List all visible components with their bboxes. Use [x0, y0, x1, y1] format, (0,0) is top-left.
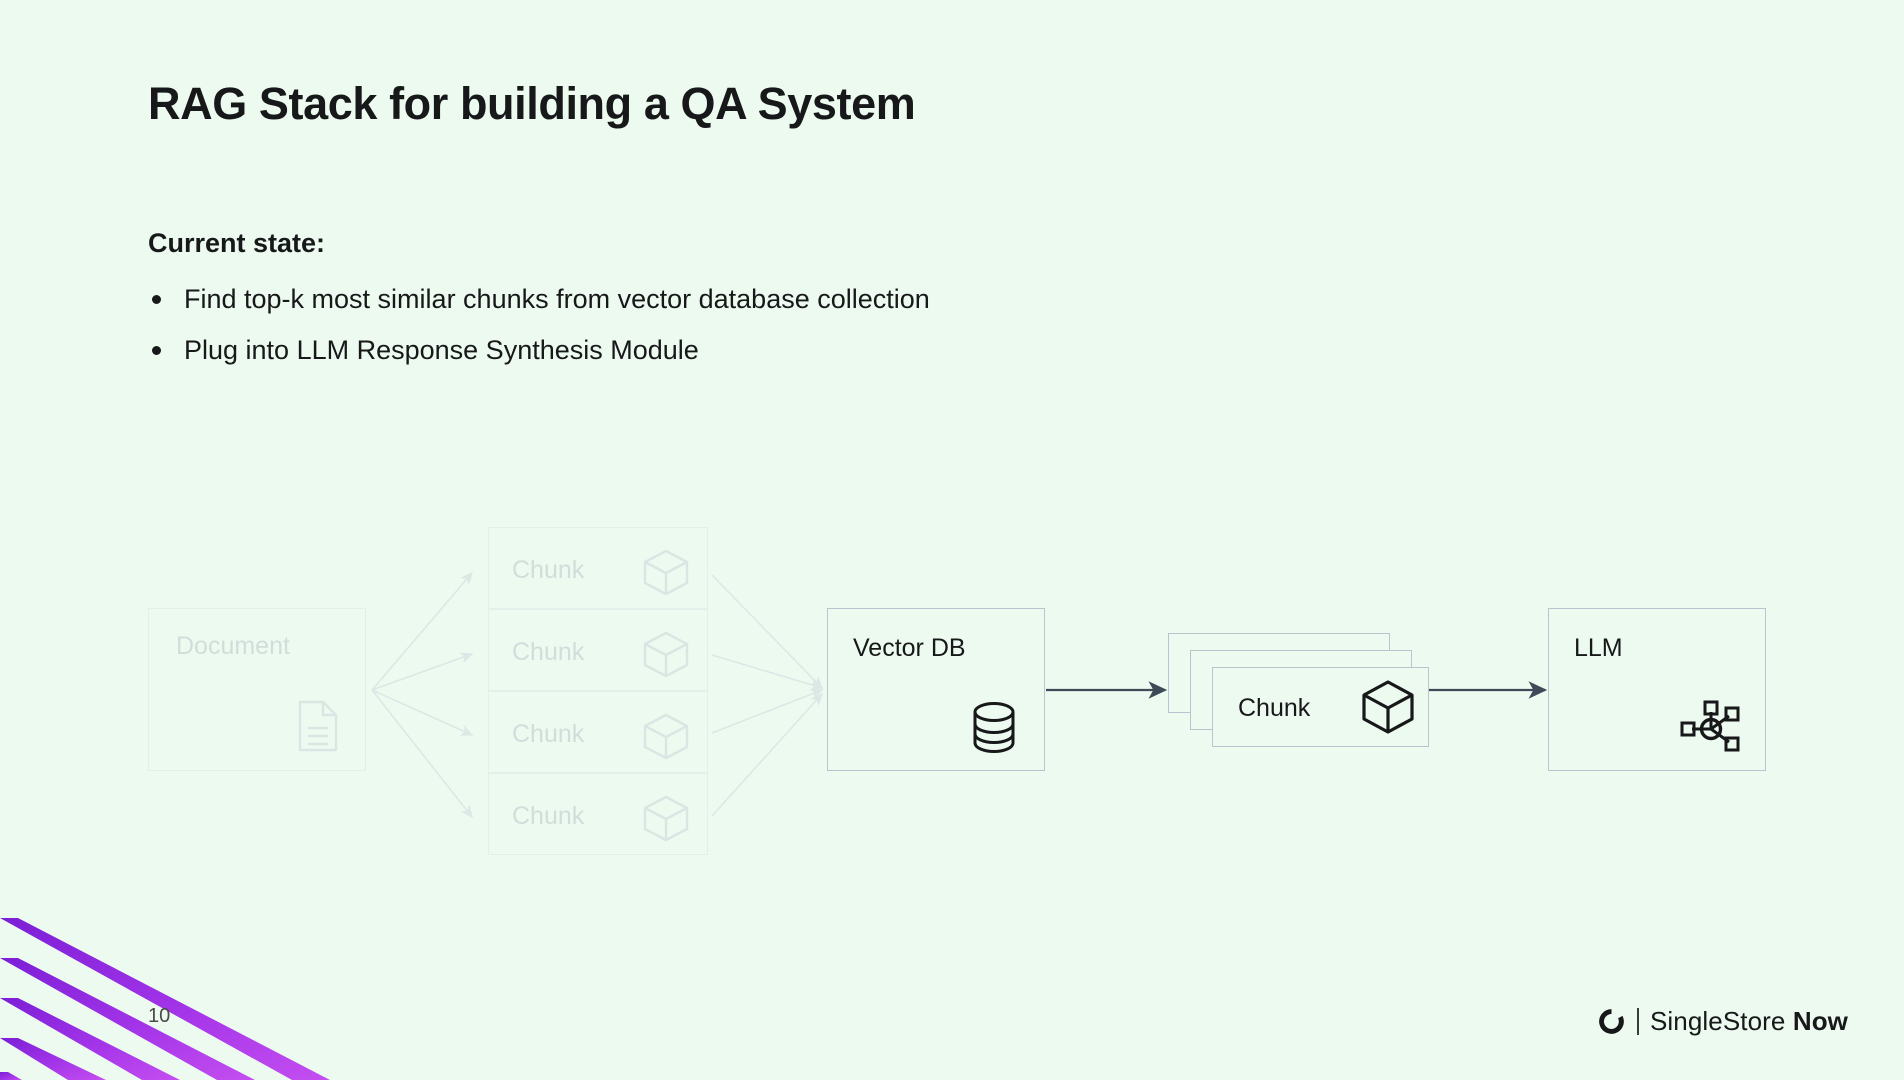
logo-brand-primary: SingleStore — [1649, 1005, 1786, 1036]
chunk-node-1 — [488, 527, 708, 609]
logo-divider — [1636, 1007, 1639, 1035]
cube-icon — [643, 549, 689, 596]
list-item: Find top-k most similar chunks from vect… — [148, 274, 930, 325]
singlestore-now-logo: SingleStore Now — [1597, 1003, 1848, 1039]
chunk-node-3 — [488, 691, 708, 773]
database-cylinder-icon — [973, 702, 1015, 754]
page-title: RAG Stack for building a QA System — [148, 78, 916, 129]
network-hub-icon — [1680, 700, 1740, 752]
bullet-list: Find top-k most similar chunks from vect… — [148, 274, 930, 376]
chunk-node-4-label: Chunk — [512, 802, 585, 830]
vector-db-node-label: Vector DB — [853, 634, 966, 662]
cube-icon — [1362, 680, 1414, 734]
bullet-text: Find top-k most similar chunks from vect… — [184, 284, 930, 314]
chunk-node-2 — [488, 609, 708, 691]
document-node-label: Document — [176, 632, 290, 660]
llm-node — [1548, 608, 1766, 771]
chunk-node-3-label: Chunk — [512, 720, 585, 748]
document-file-icon — [298, 700, 338, 752]
section-subheading: Current state: — [148, 228, 326, 258]
bullet-dot-icon — [152, 346, 161, 355]
logo-brand-secondary: Now — [1792, 1005, 1848, 1036]
chunk-node-4 — [488, 773, 708, 855]
document-node — [148, 608, 366, 771]
singlestore-ring-icon — [1599, 1008, 1624, 1034]
bullet-dot-icon — [152, 295, 161, 304]
llm-node-label: LLM — [1574, 634, 1623, 662]
list-item: Plug into LLM Response Synthesis Module — [148, 325, 930, 376]
bullet-text: Plug into LLM Response Synthesis Module — [184, 335, 699, 365]
chunk-node-2-label: Chunk — [512, 638, 585, 666]
cube-icon — [643, 631, 689, 678]
chunk-node-1-label: Chunk — [512, 556, 585, 584]
cube-icon — [643, 795, 689, 842]
retrieved-chunk-label: Chunk — [1238, 694, 1311, 722]
logo-wordmark: SingleStore Now — [1650, 1006, 1848, 1037]
page-number: 10 — [148, 1005, 171, 1027]
vector-db-node — [827, 608, 1045, 771]
cube-icon — [643, 713, 689, 760]
